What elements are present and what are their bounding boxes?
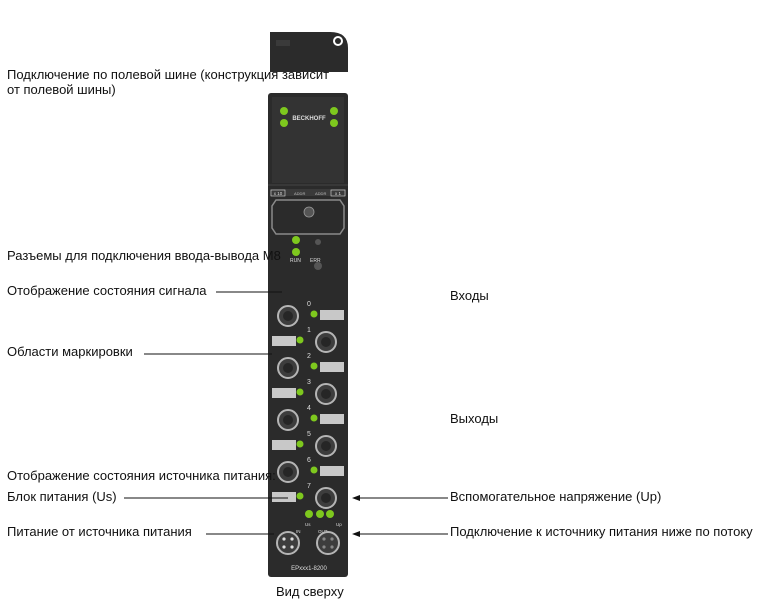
m8-connector-socket <box>283 467 293 477</box>
up-led <box>326 510 334 518</box>
label-downstream: Подключение к источнику питания ниже по … <box>450 524 753 539</box>
marking-area-3 <box>272 388 296 398</box>
io-channels: 0 1 2 3 4 5 6 7 <box>272 301 344 509</box>
m8-connector-socket <box>321 493 331 503</box>
label-marking-areas: Области маркировки <box>7 344 133 359</box>
channel-number-2: 2 <box>307 353 311 360</box>
marking-area-2 <box>320 362 344 372</box>
channel-number-1: 1 <box>307 327 311 334</box>
marking-area-5 <box>272 440 296 450</box>
status-leds-top <box>280 107 338 127</box>
address-dial-icon[interactable] <box>303 206 315 218</box>
arrowheads <box>352 495 360 537</box>
run-err-leds: RUN ERR <box>290 236 322 270</box>
label-fieldbus-line2: от полевой шины) <box>7 82 116 97</box>
signal-led-0 <box>310 310 318 318</box>
channel-number-6: 6 <box>307 457 311 464</box>
brand-logo: BECKHOFF <box>292 116 326 122</box>
module-housing <box>268 93 348 577</box>
addr-right-label: x 1 <box>335 191 342 196</box>
caption: Вид сверху <box>276 584 344 599</box>
m8-connector-socket <box>321 389 331 399</box>
signal-led-4 <box>310 414 318 422</box>
marking-area-1 <box>272 336 296 346</box>
marking-area-0 <box>320 310 344 320</box>
signal-led-6 <box>310 466 318 474</box>
channel-number-3: 3 <box>307 379 311 386</box>
label-power-status-title: Отображение состояния источника питания: <box>7 468 276 483</box>
addr-left-label: x 10 <box>274 191 283 196</box>
signal-led-2 <box>310 362 318 370</box>
us-led <box>305 510 313 518</box>
label-inputs: Входы <box>450 288 489 303</box>
channel-number-5: 5 <box>307 431 311 438</box>
up-label: Up <box>336 522 342 527</box>
fieldbus-connector <box>270 32 348 72</box>
signal-led-1 <box>296 336 304 344</box>
us-label: Us <box>305 522 311 527</box>
power-in-label: IN <box>296 529 301 534</box>
power-out-connector[interactable] <box>316 531 340 555</box>
label-fieldbus-line1: Подключение по полевой шине (конструкция… <box>7 67 330 82</box>
signal-led-5 <box>296 440 304 448</box>
m8-connector-socket <box>321 337 331 347</box>
m8-connector-socket <box>321 441 331 451</box>
channel-number-7: 7 <box>307 483 311 490</box>
leader-lines <box>124 291 448 535</box>
power-out-label: OUT <box>318 529 328 534</box>
m8-connector-socket <box>283 311 293 321</box>
marking-area-6 <box>320 466 344 476</box>
model-label: EPxxx1-8200 <box>291 566 327 572</box>
marking-area-7 <box>272 492 296 502</box>
signal-led-7 <box>296 492 304 500</box>
marking-area-4 <box>320 414 344 424</box>
power-status-leds: Us Up <box>305 510 342 527</box>
m8-connector-socket <box>283 415 293 425</box>
err-label: ERR <box>310 258 321 264</box>
addr-label-right: ADDR <box>315 191 326 196</box>
m8-connector-socket <box>283 363 293 373</box>
power-in-connector[interactable] <box>276 531 300 555</box>
power-connectors: IN OUT EPxxx1-8200 <box>276 529 340 572</box>
run-label: RUN <box>290 258 301 264</box>
label-m8-connectors: Разъемы для подключения ввода-вывода M8 <box>7 248 281 263</box>
channel-number-4: 4 <box>307 405 311 412</box>
label-power-unit: Блок питания (Us) <box>7 489 117 504</box>
addr-label-left: ADDR <box>294 191 305 196</box>
channel-number-0: 0 <box>307 301 311 308</box>
label-outputs: Выходы <box>450 411 499 426</box>
label-signal-status: Отображение состояния сигнала <box>7 283 207 298</box>
label-aux-voltage: Вспомогательное напряжение (Up) <box>450 489 662 504</box>
address-switch-area: x 10 x 1 ADDR ADDR <box>270 189 346 235</box>
label-power-supply: Питание от источника питания <box>7 524 192 539</box>
signal-led-3 <box>296 388 304 396</box>
